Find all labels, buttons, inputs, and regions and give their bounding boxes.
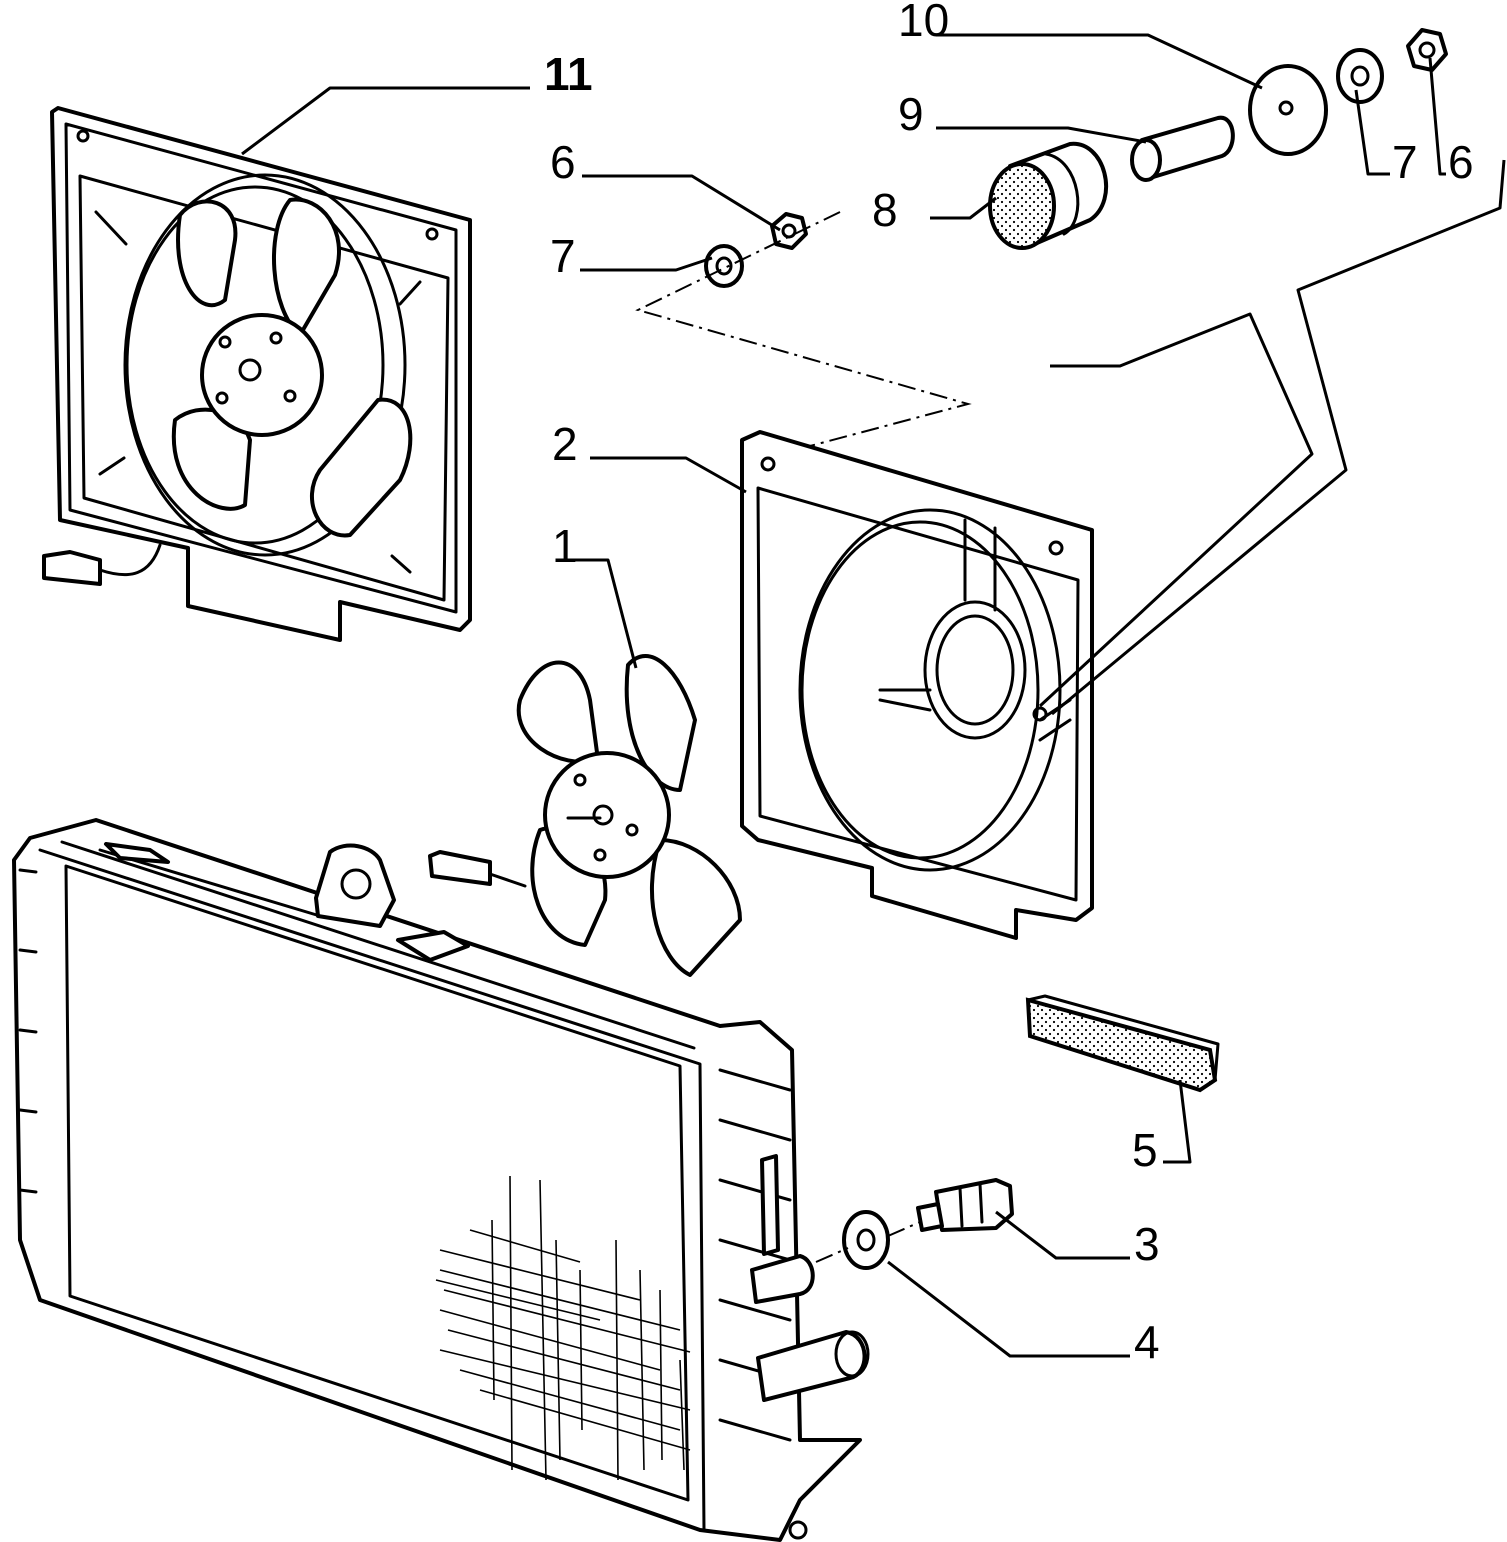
spacer-sleeve-9 xyxy=(1130,115,1235,182)
fan-assembly-11 xyxy=(42,106,472,642)
leader-lines xyxy=(241,33,1506,1358)
foam-strip-5 xyxy=(1025,994,1220,1093)
label-10: 8 xyxy=(872,184,898,236)
fan-motor-1 xyxy=(428,654,742,977)
seal-washer-4 xyxy=(842,1210,890,1270)
label-5: 5 xyxy=(1132,1124,1158,1176)
label-6-left: 6 xyxy=(550,136,576,188)
label-7-upper-right: 7 xyxy=(1392,136,1418,188)
label-6-upper-right: 6 xyxy=(1448,136,1474,188)
temperature-switch-3 xyxy=(916,1178,1014,1232)
rubber-mount-10 xyxy=(988,141,1108,250)
fan-shroud-2 xyxy=(740,430,1094,940)
assembly-axis-lines xyxy=(635,211,972,1263)
label-7-left: 7 xyxy=(550,230,576,282)
label-4: 4 xyxy=(1134,1316,1160,1368)
nut-6-right xyxy=(1406,28,1448,72)
radiator xyxy=(12,818,870,1542)
callout-labels: 11 10 9 8 6 7 7 6 2 1 5 3 4 xyxy=(544,0,1474,1368)
washer-7-left xyxy=(704,244,744,288)
washer-7-right xyxy=(1336,48,1384,104)
label-8: 10 xyxy=(898,0,949,46)
label-3: 3 xyxy=(1134,1218,1160,1270)
label-1: 1 xyxy=(552,520,578,572)
label-2: 2 xyxy=(552,418,578,470)
label-9: 9 xyxy=(898,88,924,140)
washer-8 xyxy=(1248,64,1328,156)
label-11: 11 xyxy=(544,48,593,100)
